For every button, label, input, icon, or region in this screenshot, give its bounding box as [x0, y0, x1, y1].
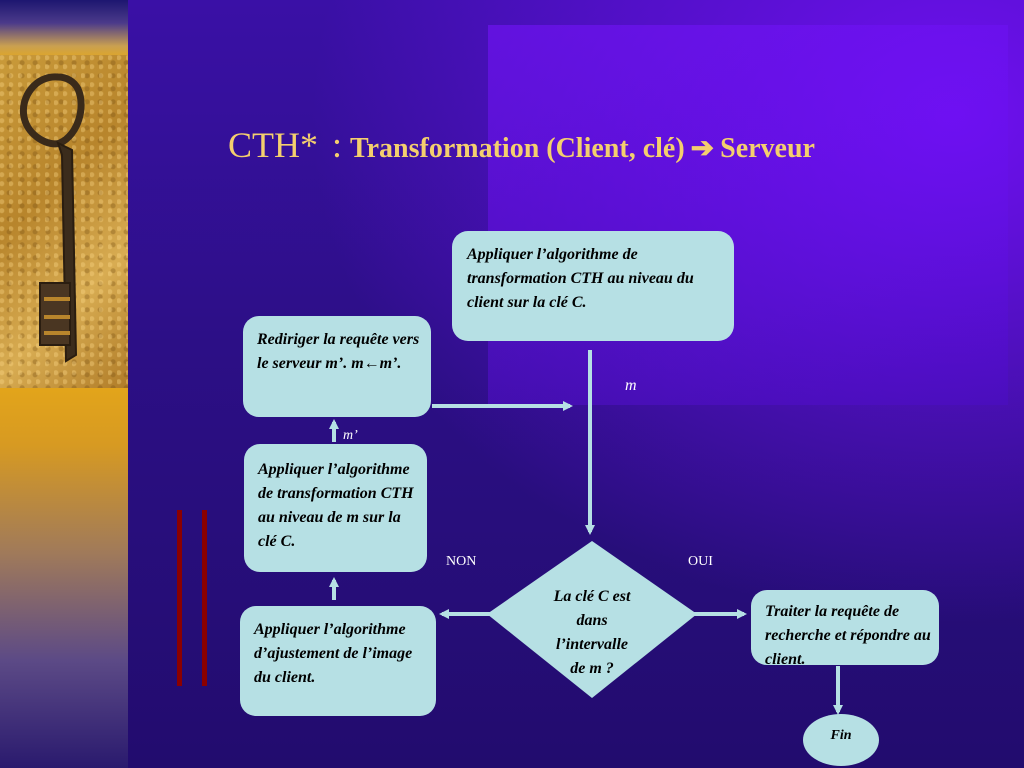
label-non: NON [446, 554, 477, 569]
box-adjust-image: Appliquer l’algorithme d’ajustement de l… [240, 606, 436, 716]
box-apply-at-m: Appliquer l’algorithme de transformation… [244, 444, 427, 572]
title-prefix: CTH* [228, 125, 318, 165]
title-text: Transformation (Client, clé) [350, 133, 685, 164]
slide-title: CTH*:Transformation (Client, clé)➔Serveu… [228, 124, 1008, 166]
label-oui: OUI [688, 554, 713, 569]
arrow-right-icon: ➔ [690, 133, 715, 164]
accent-bar-right [202, 510, 207, 686]
label-m: m [625, 377, 637, 394]
decision-label: La clé C est dans l’intervalle de m ? [553, 588, 631, 677]
title-target: Serveur [720, 133, 815, 164]
decision-diamond [487, 541, 697, 698]
end-node [803, 714, 879, 766]
title-separator: : [332, 125, 343, 165]
box-client-transform: Appliquer l’algorithme de transformation… [452, 231, 734, 341]
accent-bar-left [177, 510, 182, 686]
key-image [0, 55, 128, 388]
key-icon [19, 73, 85, 363]
box-redirect: Rediriger la requête vers le serveur m’.… [243, 316, 431, 417]
end-label: Fin [830, 728, 852, 743]
box-process-request: Traiter la requête de recherche et répon… [751, 590, 939, 668]
label-m-prime: m’ [343, 428, 358, 443]
